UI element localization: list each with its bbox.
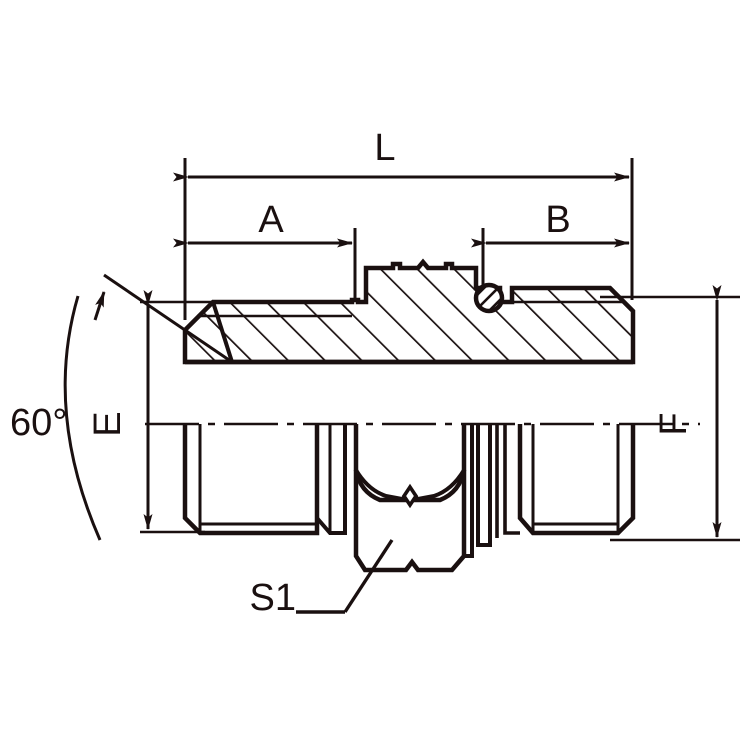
hex-center-vertex	[401, 483, 419, 509]
angle-leader-arrow	[93, 291, 106, 321]
hex-right-edge	[462, 424, 474, 558]
lower-external-view	[182, 424, 636, 573]
label-e: E	[87, 411, 129, 436]
angle-annotation-60	[63, 273, 233, 541]
cone-seat-chamfer-line	[211, 301, 234, 363]
angle-arc	[63, 295, 102, 541]
hex-lower-outline	[353, 470, 467, 573]
cone-angle-reference-line	[103, 273, 233, 364]
label-a: A	[258, 199, 284, 241]
right-end-chamfer-line	[608, 286, 635, 313]
label-f: F	[653, 412, 695, 435]
upper-body-outline	[182, 258, 636, 365]
s1-leader	[296, 539, 394, 614]
label-b: B	[545, 199, 570, 241]
label-s1: S1	[250, 577, 296, 619]
left-hex-body-outline	[182, 424, 320, 536]
right-thread-body-outline	[517, 424, 636, 536]
upper-section-body	[182, 258, 636, 365]
s1-leader-line	[343, 539, 394, 613]
label-l: L	[374, 127, 395, 169]
extension-lines-horizontal	[140, 295, 740, 542]
right-collar-step-1	[476, 424, 492, 547]
right-collar-step-3	[503, 424, 520, 535]
label-angle-60: 60°	[10, 402, 67, 444]
dimension-lines	[143, 172, 722, 538]
